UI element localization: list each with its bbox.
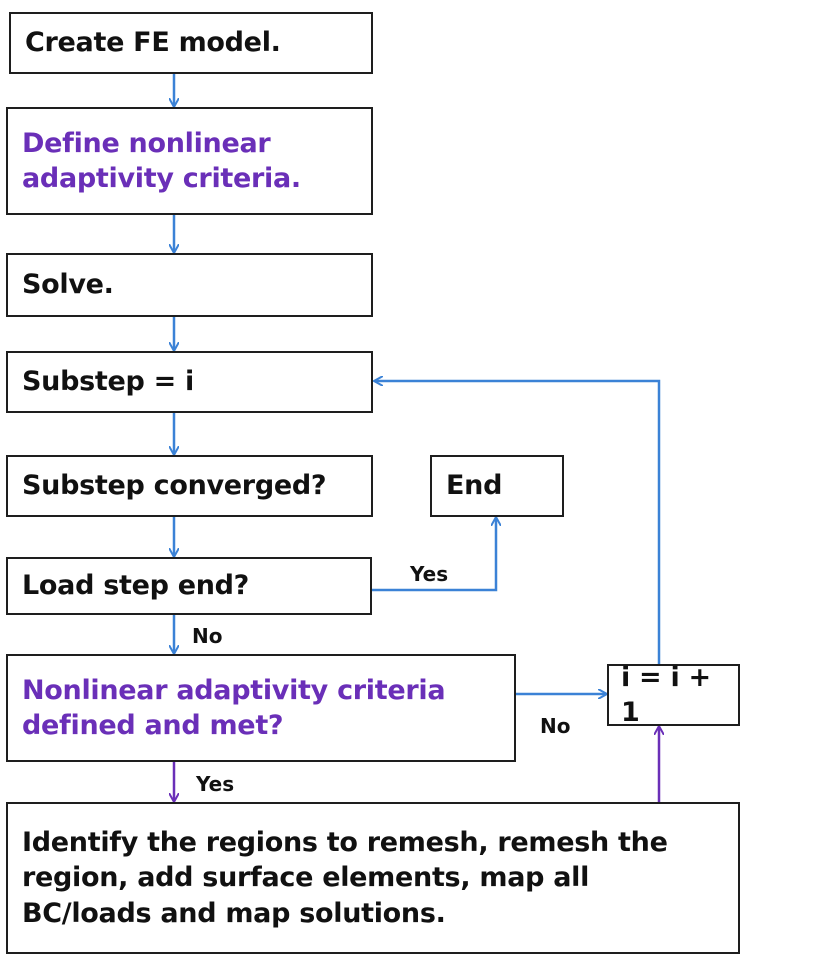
solve-label: Solve. xyxy=(22,269,114,301)
no-loadstep-label: No xyxy=(192,624,223,648)
substep-converged-label: Substep converged? xyxy=(22,470,327,502)
criteria-met-box: Nonlinear adaptivity criteria defined an… xyxy=(6,654,516,762)
end-box: End xyxy=(430,455,564,517)
increment-box: i = i + 1 xyxy=(607,662,740,728)
substep-box: Substep = i xyxy=(6,351,373,413)
remesh-box: Identify the regions to remesh, remesh t… xyxy=(6,802,740,954)
define-criteria-box: Define nonlinear adaptivity criteria. xyxy=(6,107,373,215)
create-fe-model-label: Create FE model. xyxy=(25,27,281,59)
arrow-increment-to-substep xyxy=(375,381,661,664)
criteria-met-label: Nonlinear adaptivity criteria defined an… xyxy=(22,674,446,741)
end-label: End xyxy=(446,470,503,502)
no-criteria-label: No xyxy=(540,714,571,738)
define-criteria-label: Define nonlinear adaptivity criteria. xyxy=(22,127,301,194)
substep-label: Substep = i xyxy=(22,366,194,398)
increment-label: i = i + 1 xyxy=(621,661,711,728)
arrow-loadstep-yes-to-end xyxy=(372,518,496,592)
load-step-end-label: Load step end? xyxy=(22,570,250,602)
load-step-end-box: Load step end? xyxy=(6,557,372,615)
create-fe-model-box: Create FE model. xyxy=(9,12,373,74)
yes-criteria-label: Yes xyxy=(196,772,235,796)
yes-to-end-label: Yes xyxy=(410,562,449,586)
solve-box: Solve. xyxy=(6,253,373,317)
remesh-label: Identify the regions to remesh, remesh t… xyxy=(22,827,668,929)
substep-converged-box: Substep converged? xyxy=(6,455,373,517)
